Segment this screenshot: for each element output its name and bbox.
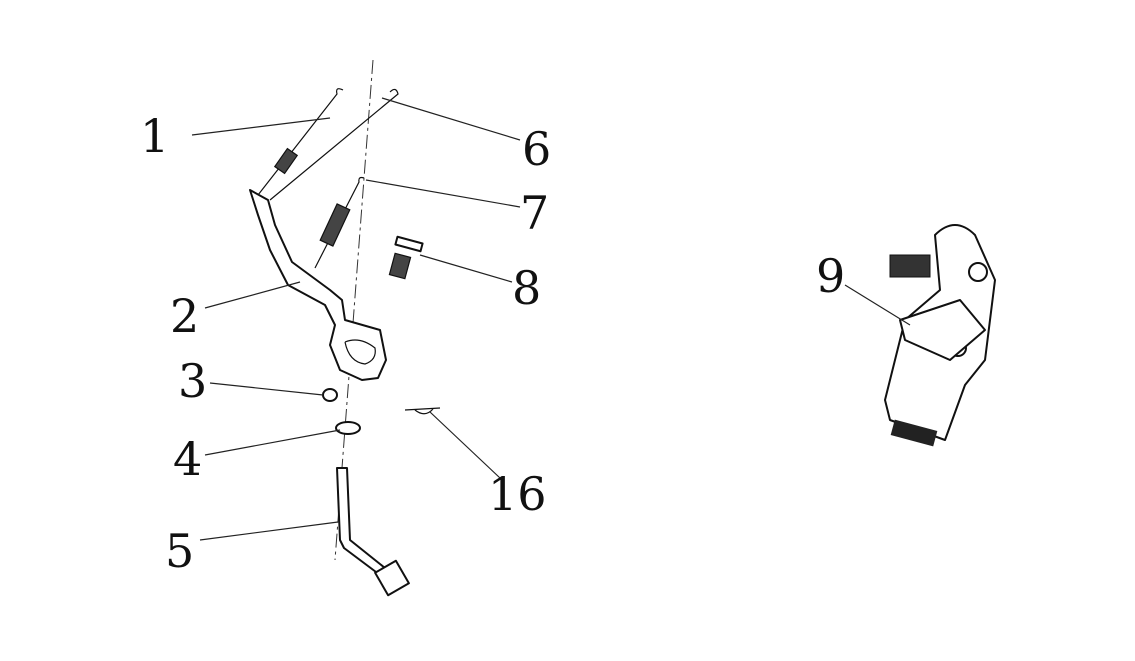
part-5-pedal-rod bbox=[336, 467, 410, 597]
leader-2 bbox=[204, 281, 301, 309]
leader-5 bbox=[199, 521, 339, 541]
leader-6 bbox=[381, 97, 521, 141]
callout-16: 16 bbox=[488, 467, 547, 521]
part-6-rod bbox=[269, 88, 399, 201]
leader-1 bbox=[191, 117, 331, 136]
callout-2: 2 bbox=[170, 289, 199, 343]
callout-3: 3 bbox=[178, 354, 207, 408]
part-9-caliper bbox=[884, 224, 996, 447]
part-1-spring-rod bbox=[257, 88, 344, 196]
leader-16 bbox=[429, 411, 501, 479]
part-8-bolt bbox=[388, 235, 424, 280]
center-axis bbox=[334, 59, 374, 561]
callout-8: 8 bbox=[512, 261, 541, 315]
leader-4 bbox=[204, 429, 341, 456]
leader-7 bbox=[365, 179, 521, 208]
part-7-spring bbox=[314, 176, 365, 269]
callout-7: 7 bbox=[520, 186, 549, 240]
part-3-nut bbox=[322, 388, 338, 402]
callout-6: 6 bbox=[522, 122, 551, 176]
part-4-washer bbox=[335, 421, 361, 435]
callout-9: 9 bbox=[816, 249, 845, 303]
callout-1: 1 bbox=[140, 109, 169, 163]
leader-3 bbox=[209, 382, 324, 396]
part-2-pedal-arm bbox=[249, 189, 387, 381]
leader-8 bbox=[419, 254, 513, 283]
part-16-clip bbox=[404, 407, 441, 415]
callout-5: 5 bbox=[165, 524, 194, 578]
callout-4: 4 bbox=[173, 432, 202, 486]
leader-9 bbox=[844, 284, 911, 326]
